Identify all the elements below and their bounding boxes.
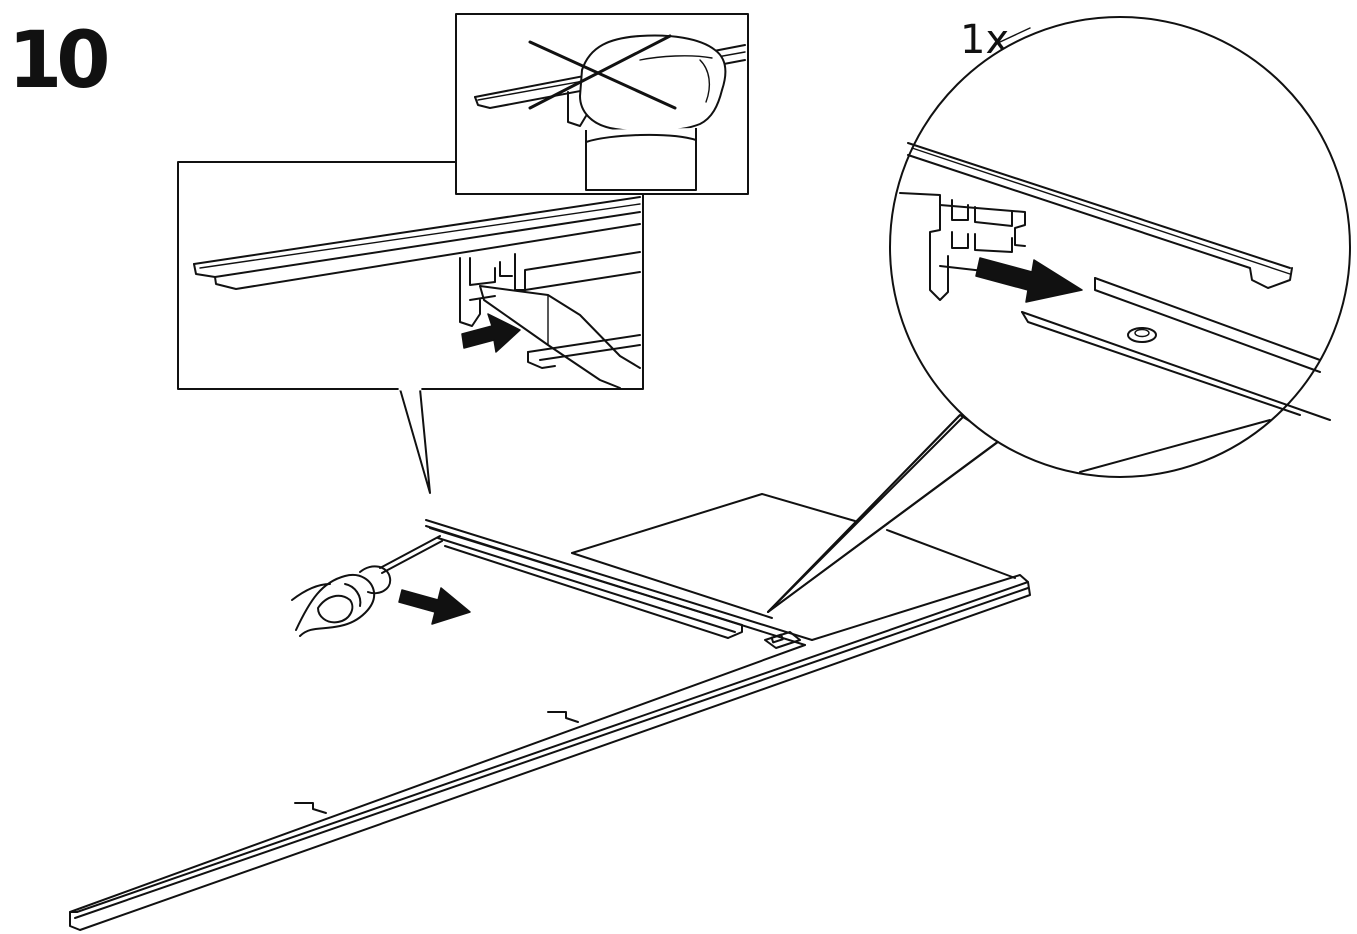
arrow-right-icon — [975, 257, 1083, 303]
quantity-leader — [999, 27, 1031, 43]
detail-callout-wrong-way — [455, 13, 749, 195]
panel-sheet-right-edge — [886, 529, 1016, 579]
panel-sheet-left-edge — [571, 552, 773, 619]
detail-callout-clip-position — [767, 16, 1351, 613]
panel-sheet-back-edge — [571, 493, 856, 554]
arrow-right-icon — [461, 313, 521, 353]
arrow-right-icon — [398, 587, 471, 625]
long-track-rail — [69, 519, 1031, 931]
x-mark-icon — [528, 40, 677, 110]
main-scene — [69, 493, 1031, 931]
screwdriver-hand — [291, 535, 443, 637]
short-rail-piece — [429, 527, 743, 639]
rail-clips — [294, 631, 801, 814]
detail-callout-insert — [177, 161, 644, 494]
step-number: 10 — [8, 16, 111, 106]
